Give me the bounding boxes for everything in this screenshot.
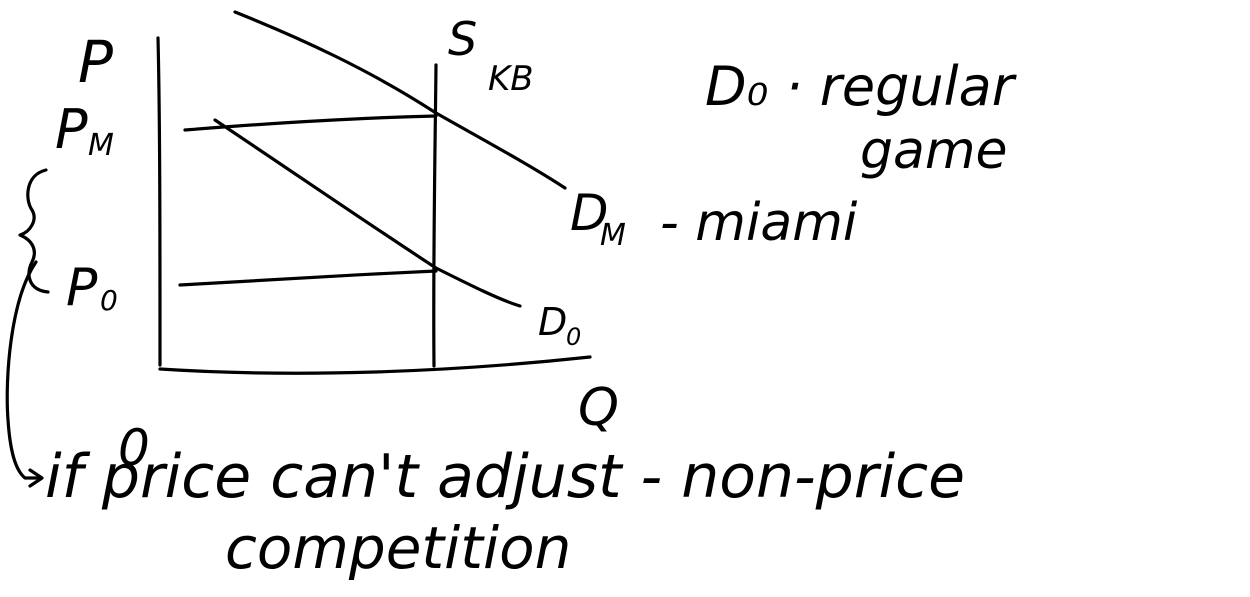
- price-line-miami: [183, 114, 438, 132]
- demand-regular-sub: 0: [566, 323, 581, 351]
- demand-regular-curve: [213, 118, 522, 308]
- price-miami-label: P: [55, 98, 88, 161]
- supply-label: S: [448, 12, 477, 66]
- demand-miami-label: D: [570, 184, 609, 242]
- price-regular-label: P: [66, 258, 98, 318]
- demand-miami-sub: M: [600, 218, 626, 253]
- x-axis: [158, 355, 592, 375]
- arrow-line: [5, 260, 42, 480]
- supply-label-sub: KB: [488, 59, 534, 99]
- price-miami-sub: M: [88, 128, 114, 163]
- bottom-note-line1: if price can't adjust - non-price: [45, 442, 965, 512]
- y-axis: [156, 36, 162, 367]
- price-line-regular: [178, 269, 438, 287]
- arrow-head-icon: [28, 468, 44, 488]
- regular-game-note-line1: D₀ · regular: [705, 55, 1017, 118]
- origin-label: 0: [118, 419, 150, 477]
- bottom-note-line2: competition: [225, 514, 571, 582]
- demand-regular-label: D: [538, 300, 567, 344]
- supply-curve: [432, 63, 438, 368]
- brace: [18, 168, 50, 294]
- demand-miami-desc: - miami: [660, 193, 858, 253]
- regular-game-note-line2: game: [860, 121, 1008, 181]
- price-regular-sub: 0: [100, 284, 118, 317]
- x-axis-label: Q: [578, 378, 619, 438]
- demand-miami-curve: [233, 10, 567, 190]
- y-axis-label: P: [78, 28, 113, 96]
